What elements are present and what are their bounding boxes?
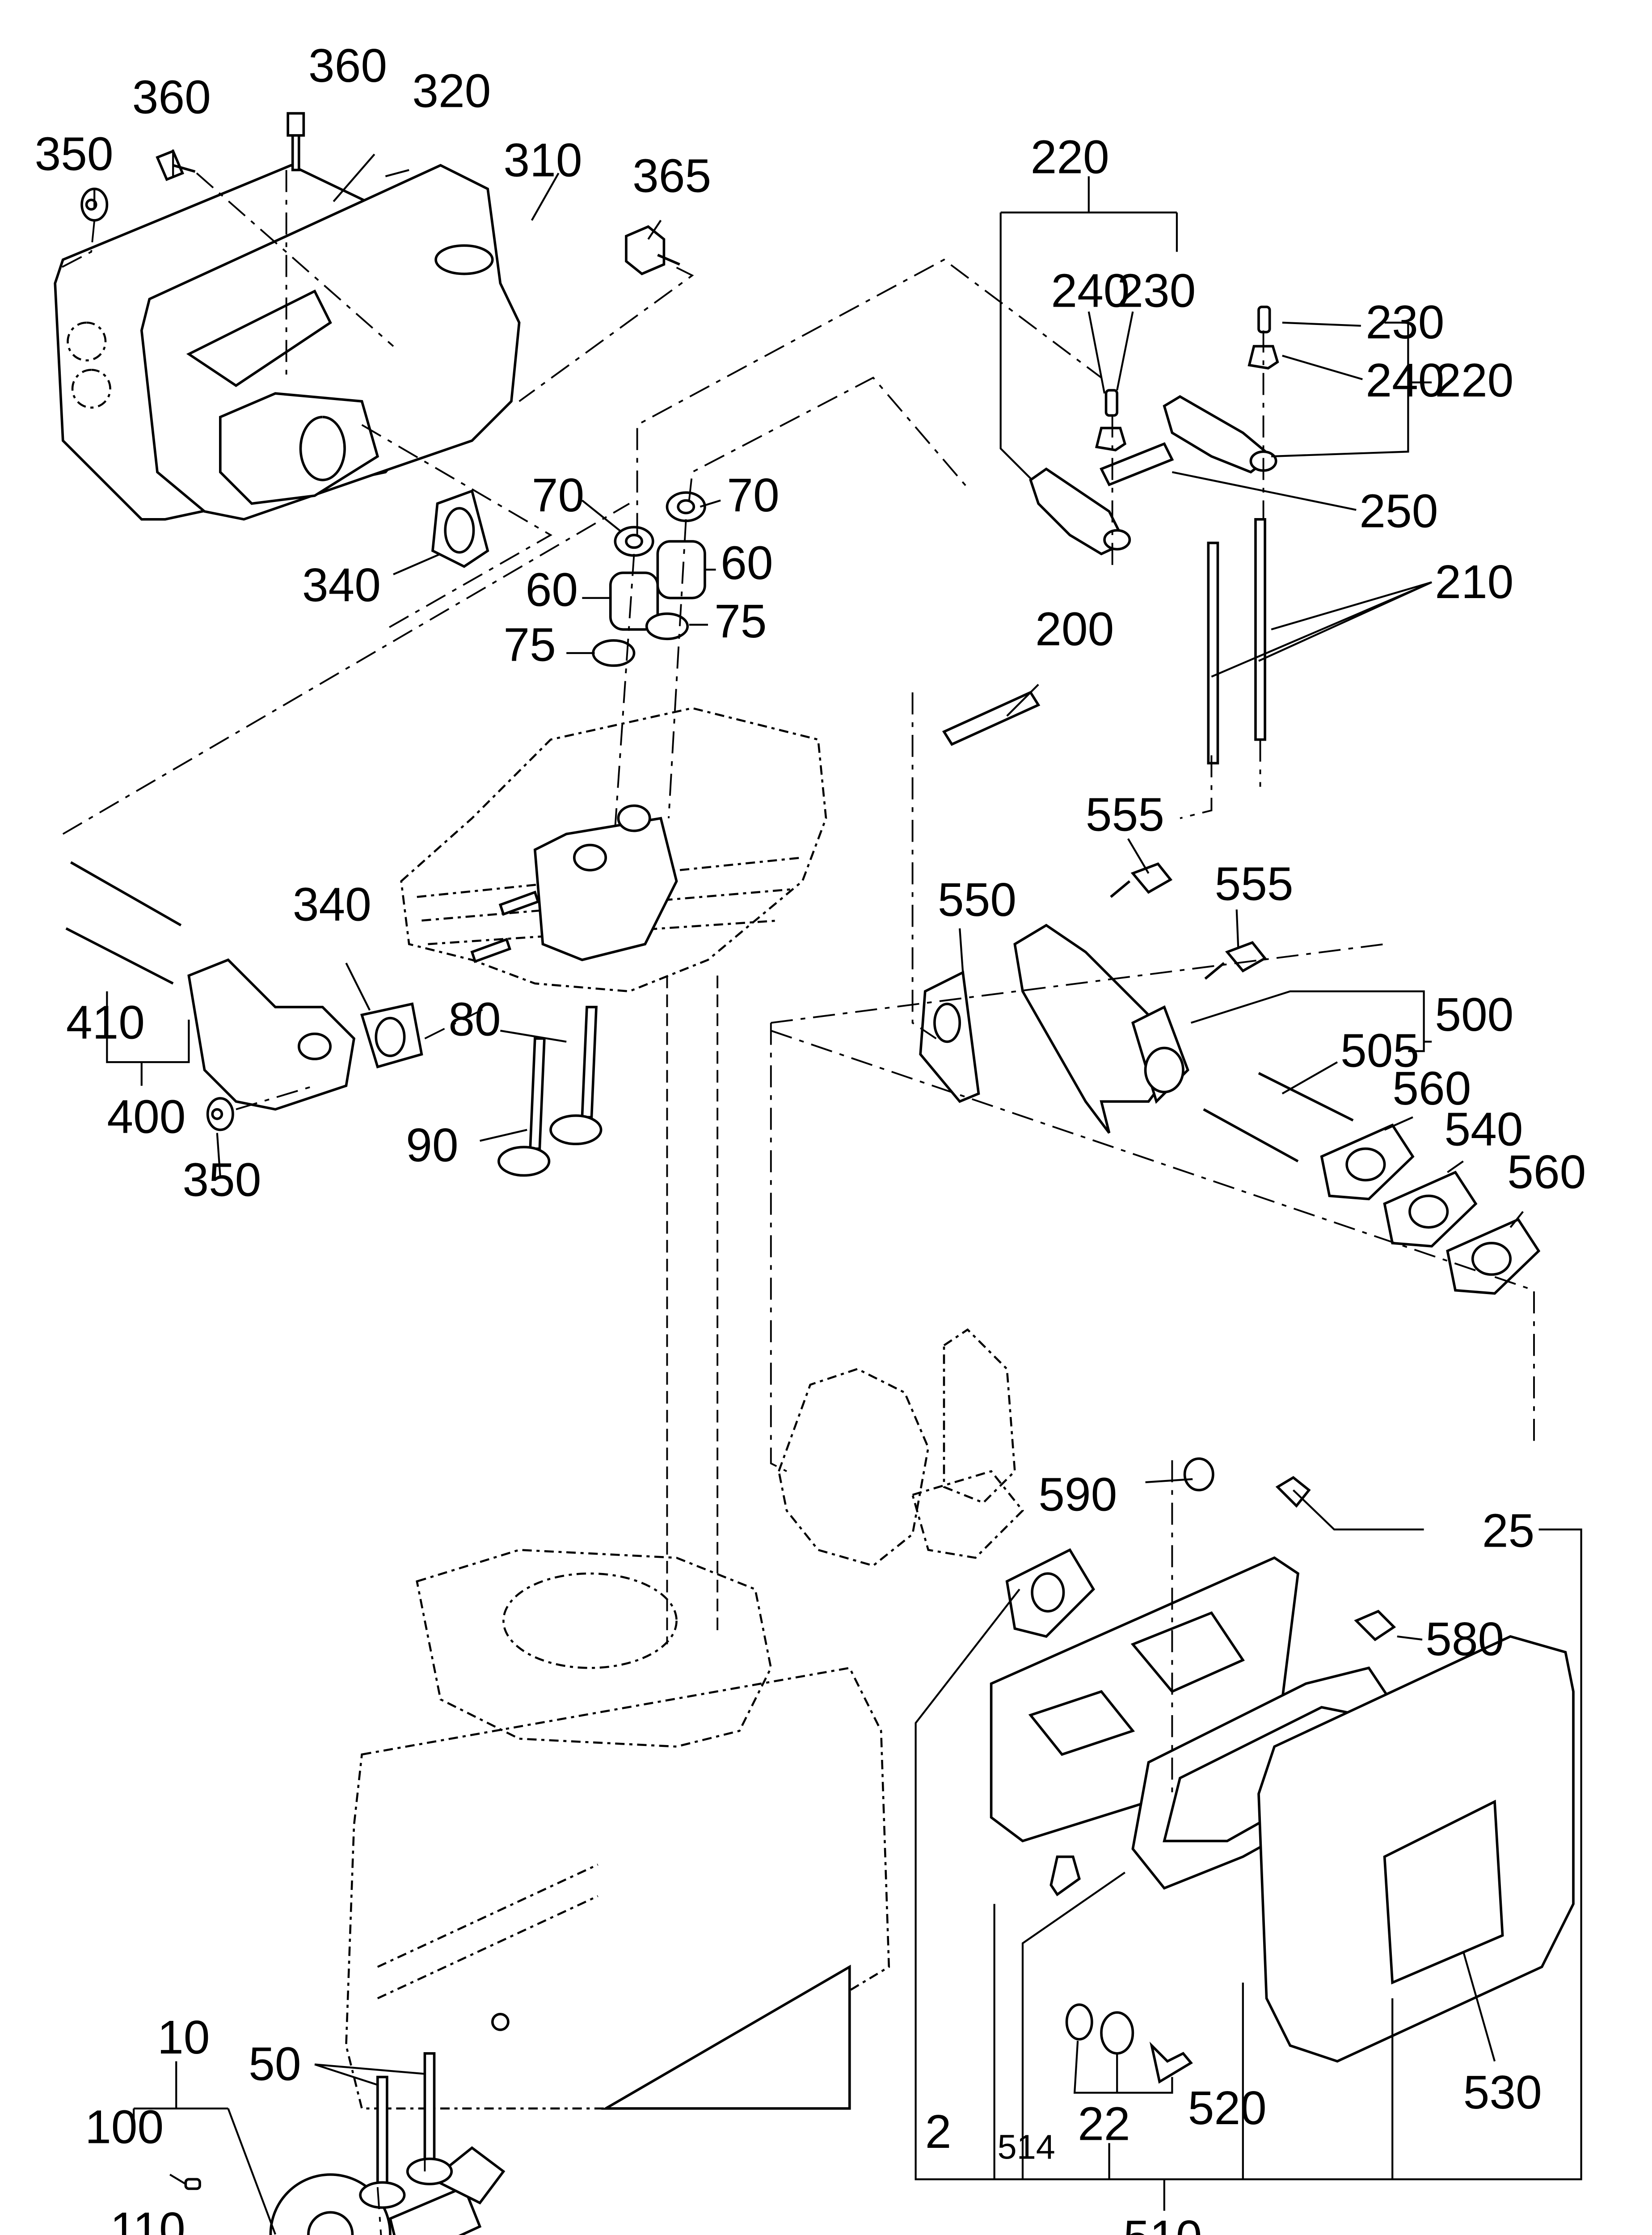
gasket-550 [919,970,980,1103]
wing-bolt [1049,1855,1081,1897]
label-360-top: 360 [308,39,387,92]
pin-100 [184,2178,201,2190]
label-90: 90 [406,1119,458,1172]
label-540: 540 [1444,1103,1523,1156]
bolt-555-upper [1110,862,1173,898]
label-230-right: 230 [1365,296,1444,349]
bolt-580 [1354,1610,1396,1641]
label-80: 80 [448,993,501,1046]
gasket-carburetor [1005,1548,1095,1638]
label-75-left: 75 [503,619,556,671]
label-410: 410 [66,996,145,1049]
label-75-right: 75 [714,595,767,648]
label-220-top: 220 [1031,131,1109,183]
label-520: 520 [1188,2082,1267,2134]
adjusting-screw-230-left [1104,389,1119,417]
cylinder-head [400,707,827,993]
carburetor [778,1328,1024,1567]
label-560-first: 560 [1392,1062,1471,1115]
label-350-top: 350 [34,127,113,180]
label-25: 25 [1482,1504,1534,1557]
label-365: 365 [632,150,711,202]
nut-350-bottom [206,1097,234,1131]
label-510: 510 [1123,2211,1202,2235]
valves-90 [497,1006,603,1177]
label-2: 2 [925,2105,952,2158]
push-rods-210 [1207,518,1266,765]
label-22: 22 [1078,2097,1130,2150]
label-320: 320 [412,65,491,118]
plug-365 [625,225,680,275]
stud-bolts-505 [1203,1072,1354,1163]
insulator-540 [1383,1171,1478,1248]
gasket-560-first [1320,1123,1415,1201]
nut-590 [1183,1457,1214,1492]
label-555-lower: 555 [1214,858,1293,911]
label-60-right: 60 [721,537,773,590]
stud-bolts-410 [65,861,182,985]
bolt-360-left [156,149,196,181]
label-530: 530 [1463,2066,1542,2119]
label-340-lower: 340 [293,878,371,931]
label-10: 10 [157,2011,210,2064]
adjusting-screw-230-right [1257,305,1271,333]
label-590: 590 [1038,1468,1117,1521]
label-505: 505 [1340,1025,1419,1077]
wing-nut-set-22 [1065,2003,1193,2084]
label-240-left: 240 [1051,265,1129,317]
tappets-50 [359,2052,453,2209]
camshaft-gear-10 [269,2146,506,2235]
spring-retainer-70-right [666,491,706,523]
label-50: 50 [249,2038,301,2091]
engine-block [345,1549,890,2110]
rocker-shaft-250 [1100,442,1174,486]
label-60-left: 60 [526,563,578,616]
label-350-bottom: 350 [182,1153,261,1206]
air-cleaner-cover-530 [1257,1635,1575,2063]
rocker-arm-220-left [1029,467,1131,556]
label-580: 580 [1425,1613,1504,1666]
lock-nut-240-left [1095,426,1127,451]
label-100: 100 [85,2100,164,2153]
push-rod-guide-200 [942,691,1041,746]
label-200: 200 [1035,603,1114,655]
label-310: 310 [503,134,582,186]
label-250: 250 [1359,485,1438,537]
label-555-upper: 555 [1086,789,1164,841]
label-110: 110 [110,2203,185,2235]
label-230-left: 230 [1117,265,1196,317]
gasket-340-upper [431,489,489,568]
label-500: 500 [1435,988,1513,1041]
label-360-left: 360 [132,71,211,124]
label-560-second: 560 [1507,1146,1586,1198]
rocker-arm-220-right [1163,395,1277,474]
rocker-cover-310 [140,164,521,521]
exhaust-manifold-400 [187,958,356,1111]
label-340-upper: 340 [302,559,381,611]
label-220-right: 220 [1435,354,1513,407]
label-400: 400 [107,1091,185,1143]
valve-spring-60-right [656,540,706,599]
label-550: 550 [938,873,1016,926]
valve-spring-60-left [609,571,659,631]
intake-manifold-500 [1013,924,1189,1134]
bolt-555-lower [1204,941,1267,980]
gasket-340-lower [360,1002,423,1069]
label-514: 514 [998,2128,1055,2167]
label-210: 210 [1435,556,1513,608]
bolt-360-top [287,112,305,172]
gasket-560-second [1446,1218,1541,1295]
label-70-right: 70 [727,469,779,522]
label-240-right: 240 [1365,354,1444,407]
lock-nut-240-right [1247,345,1279,370]
label-70-left: 70 [532,469,584,522]
washer-75-right [645,612,689,641]
